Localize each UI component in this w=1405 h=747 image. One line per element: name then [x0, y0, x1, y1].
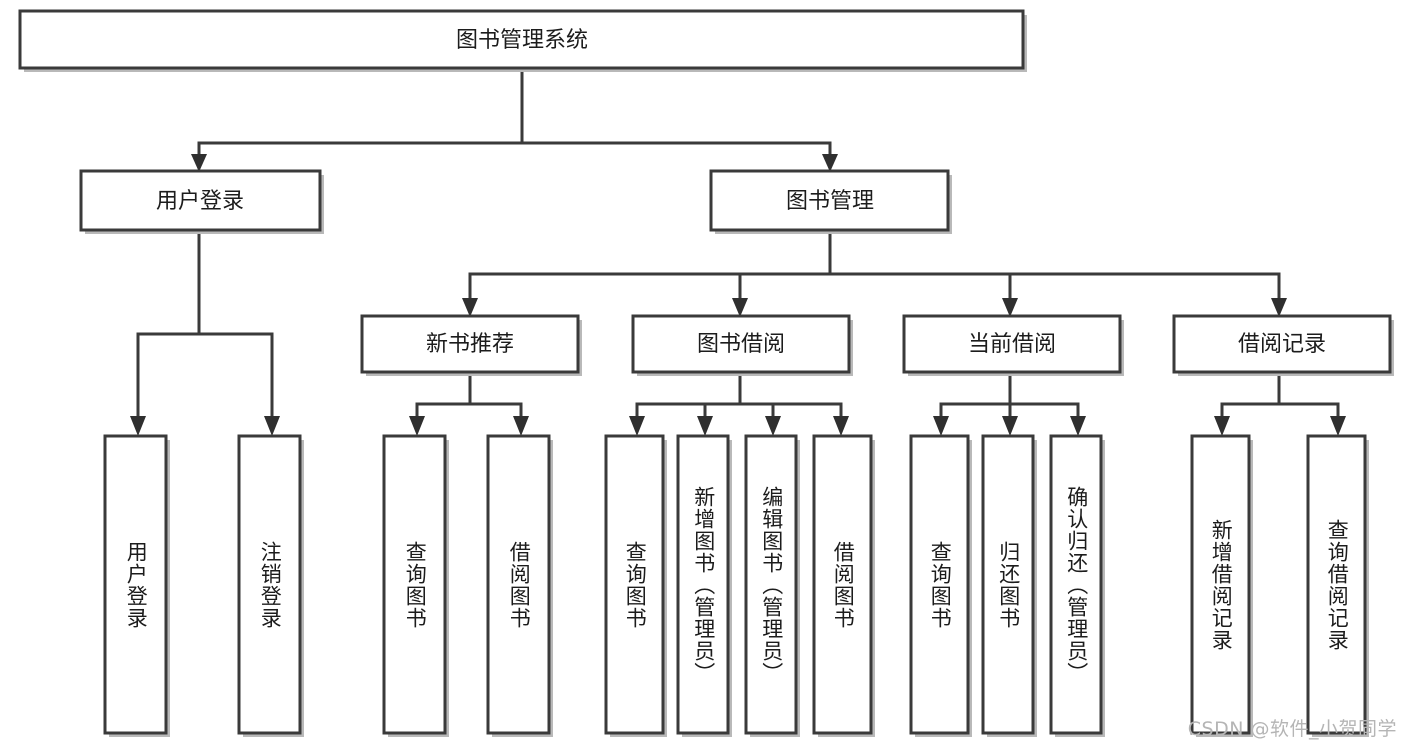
leaf-node-current-borrow-1[interactable]	[909, 434, 972, 737]
book-borrow-box	[631, 314, 851, 374]
borrow-record-box	[1172, 314, 1392, 374]
node-user-login[interactable]: 用户登录	[79, 169, 324, 234]
arrow-leaf-user-login-1	[130, 416, 146, 436]
arrow-to-newbook	[462, 298, 478, 317]
leaf-box	[382, 434, 447, 735]
leaf-node-new-book-2[interactable]	[486, 434, 553, 737]
user-login-label: 用户登录	[156, 189, 244, 214]
node-current-borrow[interactable]: 当前借阅	[902, 314, 1124, 376]
leaf-box	[1190, 434, 1251, 735]
arrow-leaf-user-login-2	[264, 416, 280, 436]
leaf-box	[909, 434, 970, 735]
leaf-box	[981, 434, 1035, 735]
leaf-node-user-login-1[interactable]	[103, 434, 170, 737]
current-borrow-box	[902, 314, 1122, 374]
leaf-box	[1049, 434, 1103, 735]
leaf-node-current-borrow-3[interactable]	[1049, 434, 1105, 737]
leaf-node-book-borrow-4[interactable]	[812, 434, 875, 737]
book-management-label: 图书管理	[786, 189, 874, 214]
arrow-leaf-currentborrow-2	[1002, 416, 1018, 436]
leaf-box	[1306, 434, 1367, 735]
leaf-box	[486, 434, 551, 735]
leaf-nodes	[103, 434, 1369, 737]
root-label: 图书管理系统	[456, 28, 588, 53]
leaf-box	[103, 434, 168, 735]
leaf-box	[676, 434, 730, 735]
arrow-to-userlogin	[191, 154, 207, 172]
leaf-node-current-borrow-2[interactable]	[981, 434, 1037, 737]
root-box	[18, 9, 1025, 70]
arrow-leaf-newbook-1	[409, 416, 425, 436]
leaf-node-borrow-record-2[interactable]	[1306, 434, 1369, 737]
node-book-borrow[interactable]: 图书借阅	[631, 314, 853, 376]
arrow-leaf-bookborrow-3	[765, 416, 781, 436]
leaf-node-book-borrow-2[interactable]	[676, 434, 732, 737]
leaf-box	[237, 434, 302, 735]
borrow-record-label: 借阅记录	[1238, 332, 1326, 357]
user-login-box	[79, 169, 322, 232]
arrow-leaf-currentborrow-1	[933, 416, 949, 436]
arrow-leaf-bookborrow-1	[629, 416, 645, 436]
leaf-box	[812, 434, 873, 735]
arrow-leaf-currentborrow-3	[1070, 416, 1086, 436]
leaf-node-borrow-record-1[interactable]	[1190, 434, 1253, 737]
new-book-recommend-box	[360, 314, 580, 374]
leaf-box	[744, 434, 798, 735]
new-book-recommend-label: 新书推荐	[426, 332, 514, 357]
book-management-box	[709, 169, 950, 232]
node-borrow-record[interactable]: 借阅记录	[1172, 314, 1394, 376]
arrow-to-bookmgmt	[822, 154, 838, 172]
arrow-to-currentborrow	[1002, 298, 1018, 317]
csdn-watermark: CSDN @软件_小贺同学	[1187, 718, 1397, 740]
node-new-book-recommend[interactable]: 新书推荐	[360, 314, 582, 376]
arrow-leaf-bookborrow-4	[833, 416, 849, 436]
arrow-to-borrowrecord	[1271, 298, 1287, 317]
book-borrow-label: 图书借阅	[697, 332, 785, 357]
arrow-leaf-borrowrecord-2	[1330, 416, 1346, 436]
leaf-node-book-borrow-1[interactable]	[604, 434, 667, 737]
node-root[interactable]: 图书管理系统	[18, 9, 1027, 72]
connectors	[130, 66, 1346, 436]
leaf-node-book-borrow-3[interactable]	[744, 434, 800, 737]
node-book-management[interactable]: 图书管理	[709, 169, 952, 234]
arrow-to-bookborrow	[732, 298, 748, 317]
leaf-box	[604, 434, 665, 735]
arrow-leaf-borrowrecord-1	[1214, 416, 1230, 436]
current-borrow-label: 当前借阅	[968, 332, 1056, 357]
leaf-node-user-login-2[interactable]	[237, 434, 304, 737]
leaf-node-new-book-1[interactable]	[382, 434, 449, 737]
arrow-leaf-bookborrow-2	[697, 416, 713, 436]
arrow-leaf-newbook-2	[513, 416, 529, 436]
